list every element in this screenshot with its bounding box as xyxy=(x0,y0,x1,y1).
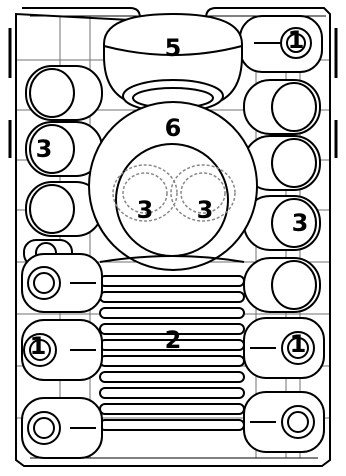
label-mug-middle-left: 1 xyxy=(30,332,47,360)
large-bowl xyxy=(104,14,242,112)
mug-right-1 xyxy=(244,318,324,378)
mug-left-3 xyxy=(22,398,102,458)
label-large-bowl: 5 xyxy=(165,34,182,62)
label-plate-stack: 2 xyxy=(165,326,182,354)
label-mug-top-right: 1 xyxy=(288,26,305,54)
mug-top-right xyxy=(240,16,322,72)
label-inner-glass-right: 3 xyxy=(197,196,214,224)
label-glass-right-lower: 3 xyxy=(292,209,309,237)
mug-left-1 xyxy=(22,254,102,312)
mug-right-2 xyxy=(244,392,324,452)
label-small-bowl: 6 xyxy=(165,114,182,142)
label-inner-glass-left: 3 xyxy=(137,196,154,224)
label-glass-left-upper: 3 xyxy=(36,135,53,163)
label-mug-middle-right: 1 xyxy=(290,330,307,358)
